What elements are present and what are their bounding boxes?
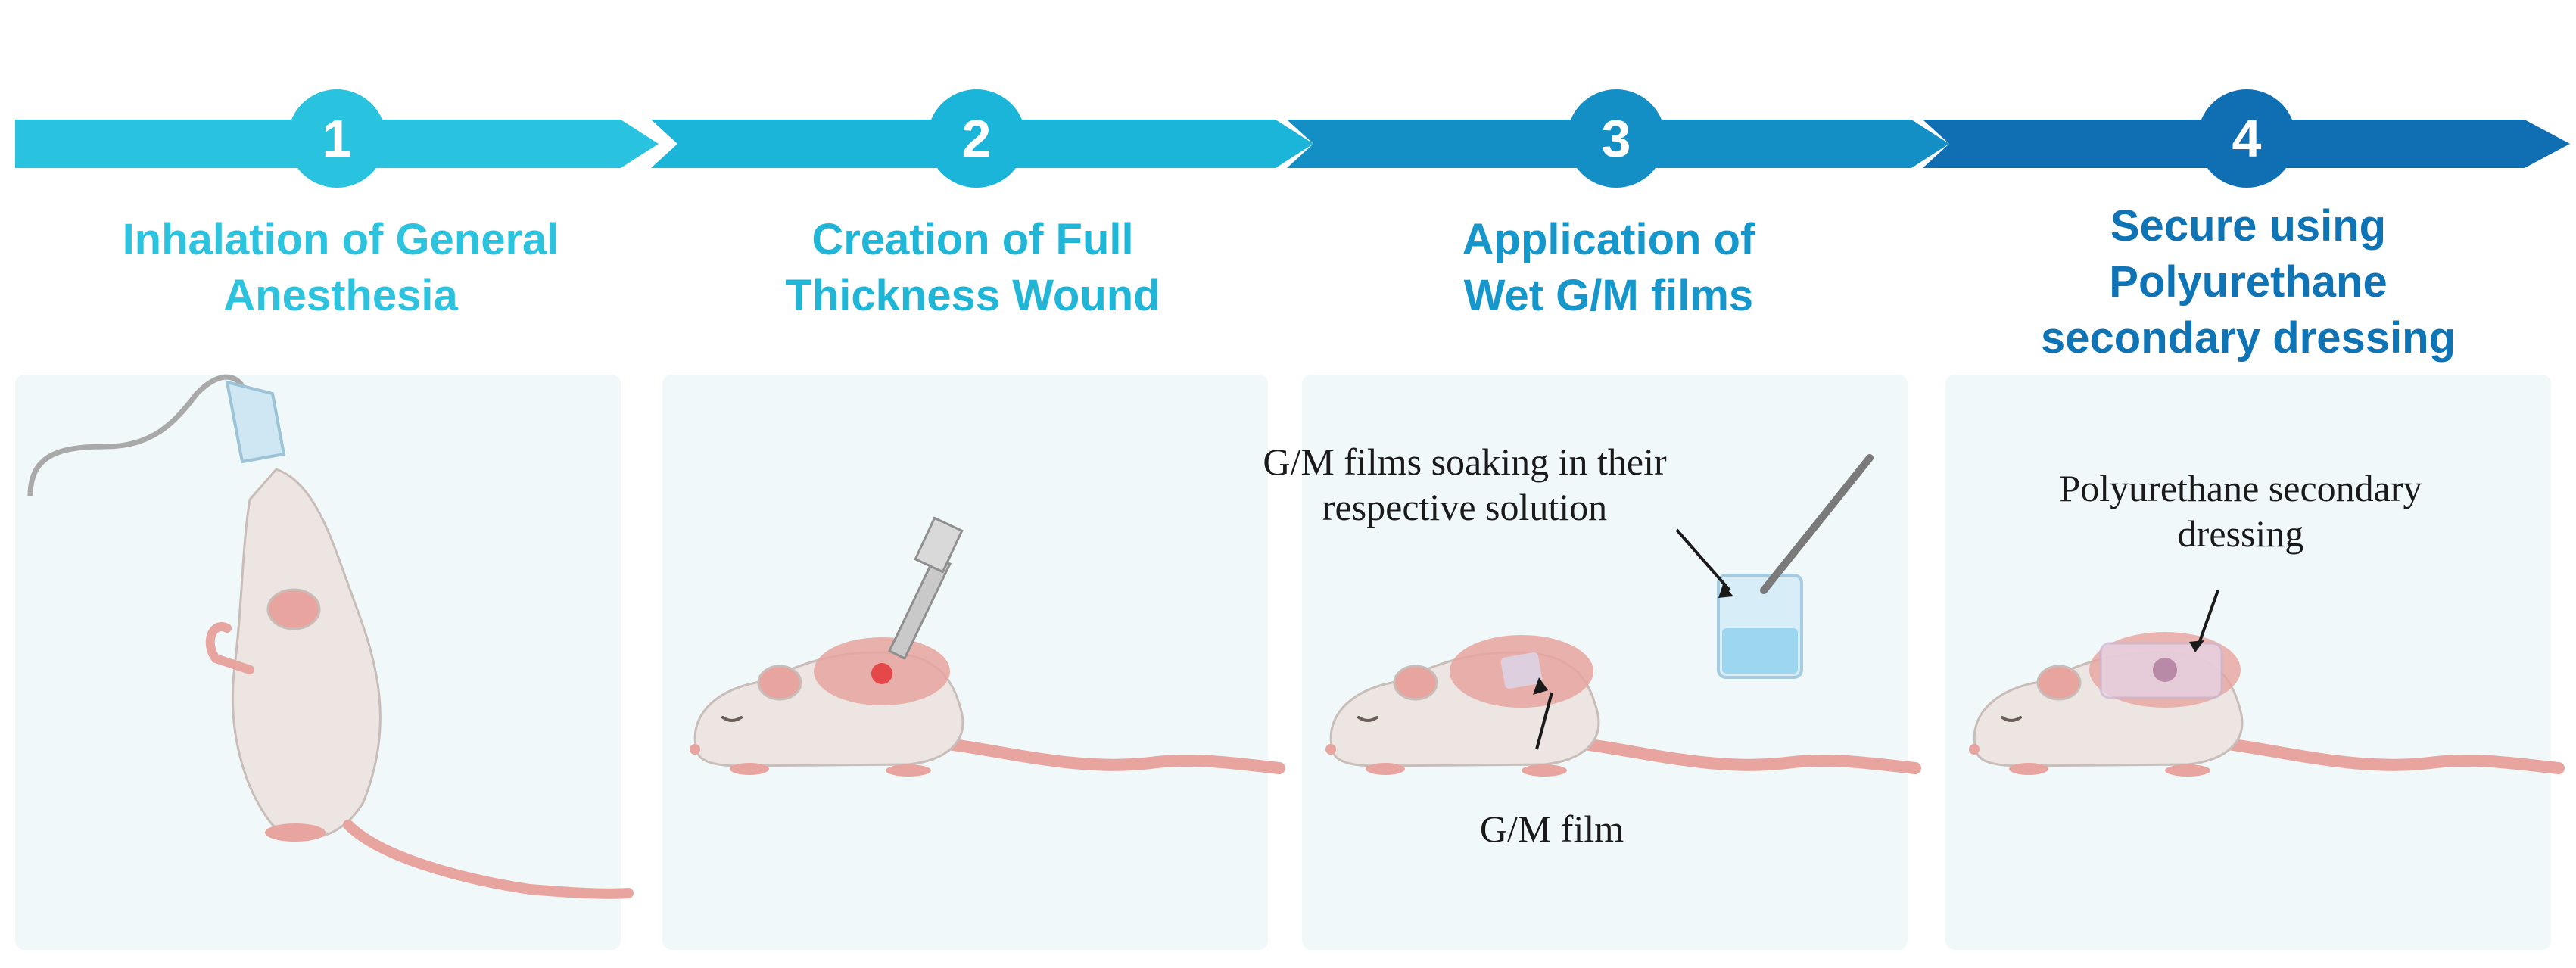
forceps <box>1760 454 1874 594</box>
standing-rat-illustration <box>27 374 634 899</box>
step-title-4: Secure using Polyurethane secondary dres… <box>2041 201 2456 363</box>
wound-spot <box>871 663 892 684</box>
step-number-2: 2 <box>927 89 1026 188</box>
annotation-dressing: Polyurethane secondary dressing <box>2059 467 2422 555</box>
rat-dressing-illustration <box>1969 590 2559 777</box>
film-square <box>1500 652 1543 689</box>
step-title-2: Creation of Full Thickness Wound <box>785 215 1160 320</box>
step-title-3: Application of Wet G/M films <box>1462 215 1755 320</box>
step-number-4: 4 <box>2198 89 2296 188</box>
rat-film-illustration <box>1325 454 1915 777</box>
step-number-1: 1 <box>288 89 386 188</box>
panel-4 <box>1945 375 2551 950</box>
step-number-3: 3 <box>1567 89 1665 188</box>
panel-3 <box>1302 375 1908 950</box>
rat-wound-illustration <box>690 516 1279 777</box>
panel-2 <box>662 375 1268 950</box>
annotation-film: G/M film <box>1479 808 1624 850</box>
annotation-soaking: G/M films soaking in their respective so… <box>1263 440 1667 528</box>
step-title-1: Inhalation of General Anesthesia <box>122 215 559 320</box>
